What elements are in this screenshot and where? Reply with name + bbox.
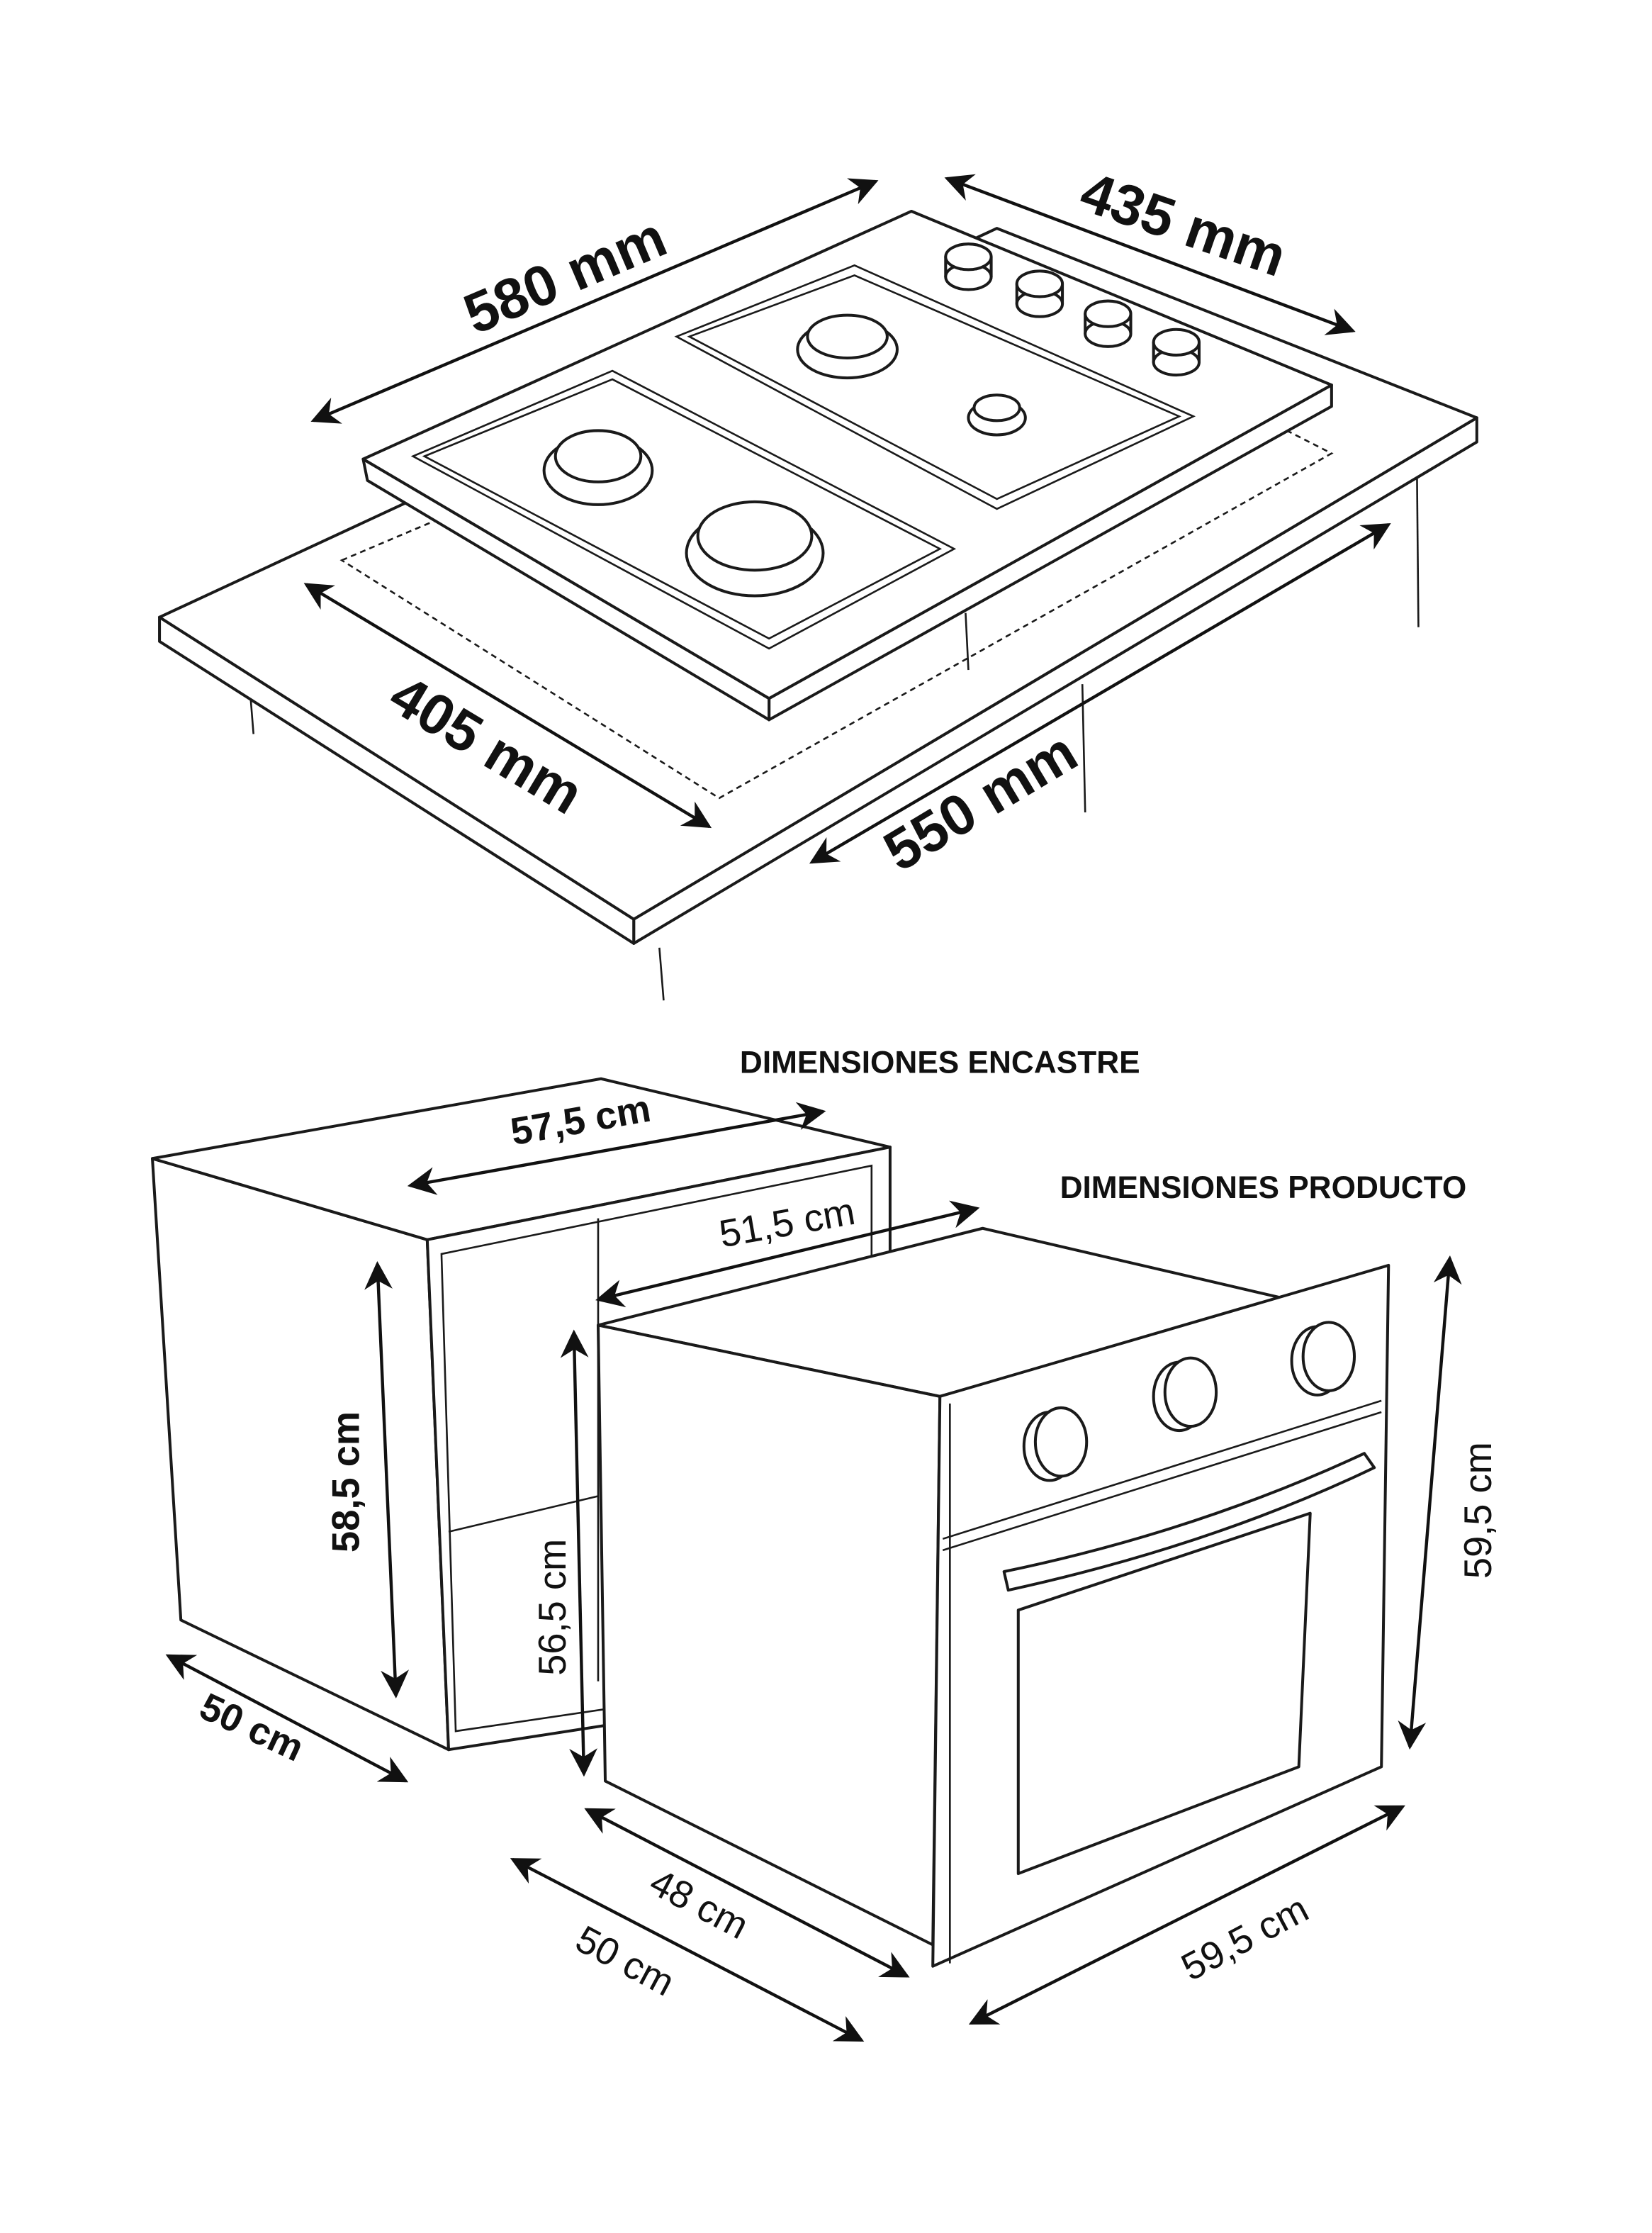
oven-width-arrow: [968, 1805, 1405, 2025]
hob-depth-arrow: [944, 174, 1356, 335]
oven-knob-icon: [1152, 1356, 1218, 1433]
cabinet-depth-label: 50 cm: [193, 1685, 310, 1769]
hob-drawing: 580 mm 435 mm 405 mm 550 mm: [158, 160, 1478, 1001]
hob-width-arrow: [310, 178, 879, 424]
hob-dimension-arrows: [303, 174, 1391, 864]
cutout-depth-arrow: [303, 583, 712, 829]
cutout-width-arrow: [809, 523, 1391, 864]
burner-icon: [542, 429, 654, 506]
oven-width-label: 59,5 cm: [1174, 1887, 1315, 1989]
door-handle: [1002, 1452, 1376, 1592]
burner-icon: [967, 393, 1027, 437]
oven-body-height-label: 56,5 cm: [532, 1539, 574, 1676]
oven-body-width-arrow: [595, 1200, 980, 1308]
oven-drawing: DIMENSIONES ENCASTRE DIMENSIONES PRODUCT…: [151, 1045, 1500, 2042]
oven-height-arrow: [1398, 1255, 1462, 1750]
cabinet-depth-arrow: [165, 1654, 409, 1783]
oven-knob-icon: [1290, 1321, 1356, 1397]
oven-depth-arrow: [510, 1857, 865, 2042]
cabinet-height-arrow: [364, 1261, 409, 1698]
oven: [596, 1226, 1390, 1968]
door-window: [1016, 1511, 1312, 1876]
encastre-title: DIMENSIONES ENCASTRE: [740, 1045, 1140, 1080]
producto-title: DIMENSIONES PRODUCTO: [1060, 1170, 1467, 1205]
cabinet-width-arrow: [407, 1102, 826, 1195]
cabinet-height-label: 58,5 cm: [325, 1411, 368, 1552]
knob-icon: [944, 242, 993, 291]
burner-icon: [796, 313, 899, 380]
oven-knob-icon: [1022, 1406, 1089, 1482]
knob-icon: [1015, 269, 1064, 318]
oven-dimension-arrows: [165, 1102, 1462, 2042]
knob-icon: [1152, 328, 1201, 377]
oven-height-label: 59,5 cm: [1457, 1442, 1500, 1579]
burner-icon: [685, 500, 825, 598]
oven-depth-label: 50 cm: [569, 1918, 682, 2004]
hob-width-label: 580 mm: [455, 205, 675, 347]
knob-icon: [1084, 299, 1133, 348]
oven-body-height-arrow: [560, 1329, 597, 1777]
hob-depth-label: 435 mm: [1073, 160, 1294, 289]
